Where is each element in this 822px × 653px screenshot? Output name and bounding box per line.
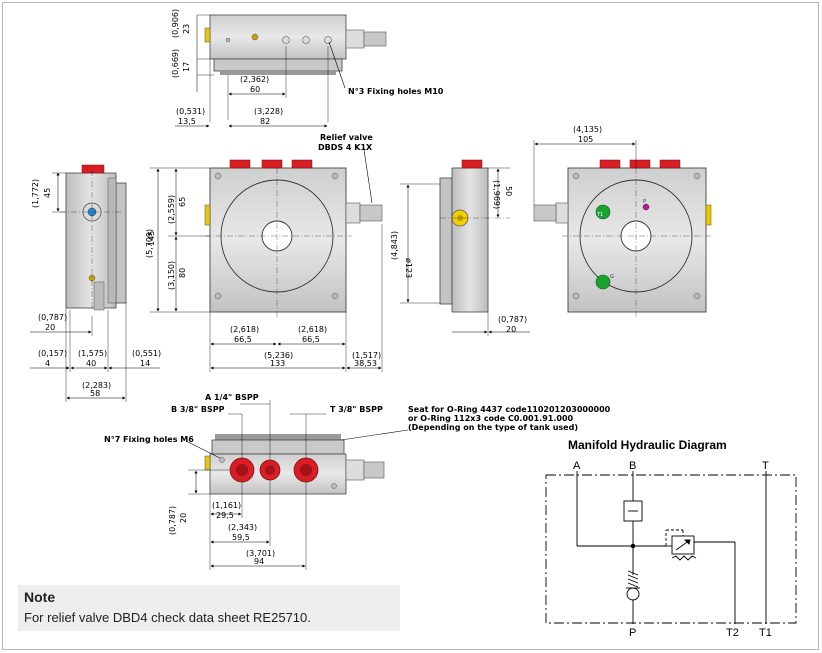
dim-left-551: (0,551) [132,349,161,358]
dim-bottom-595: 59,5 [232,533,250,542]
dim-top-3228: (3,228) [254,107,283,116]
dim-right-123: ø123 [404,258,413,278]
note-text: For relief valve DBD4 check data sheet R… [24,610,311,625]
hyd-port-b: B [629,460,636,472]
right-side-view [400,159,530,336]
dim-left-787: (0,787) [38,313,67,322]
dim-right-4843: (4,843) [390,231,399,260]
dim-left-157: (0,157) [38,349,67,358]
bottom-view [185,400,409,570]
top-view [175,14,387,128]
relief-valve-model: DBDS 4 K1X [318,143,373,152]
dim-front-65: 65 [178,197,187,207]
rear-port-t1: T1 [596,212,603,218]
hydraulic-title: Manifold Hydraulic Diagram [568,438,727,452]
hyd-port-t2: T2 [726,627,739,639]
bottom-port-t: T 3/8" BSPP [330,405,383,414]
dim-left-14: 14 [140,359,150,368]
dim-front-2618-left: (2,618) [230,325,259,334]
bottom-fixing-holes-label: N°7 Fixing holes M6 [104,435,194,444]
dim-front-80: 80 [178,268,187,278]
dim-left-45: 45 [43,188,52,198]
dim-front-665-left: 66,5 [234,335,252,344]
note-title: Note [24,589,56,605]
rear-port-p: P [643,199,646,205]
dim-left-40: 40 [86,359,96,368]
dim-top-669: (0,669) [171,49,180,78]
relief-valve-label: Relief valve [320,133,373,142]
note-box: Note For relief valve DBD4 check data sh… [18,585,400,631]
dim-bottom-2343: (2,343) [228,523,257,532]
dim-top-2362: (2,362) [240,75,269,84]
bottom-port-a: A 1/4" BSPP [205,393,259,402]
front-view [150,149,383,372]
dim-top-135: 13,5 [178,117,196,126]
dim-bottom-20: 20 [179,513,188,523]
dim-left-1772: (1,772) [31,179,40,208]
dim-front-5236: (5,236) [264,351,293,360]
seat-note-line2: or O-Ring 112x3 code C0.001.91.000 [408,414,574,423]
dim-bottom-94: 94 [254,557,264,566]
dim-right-20: 20 [506,325,516,334]
hydraulic-circuit [545,471,797,624]
dim-front-2618-right: (2,618) [298,325,327,334]
hyd-port-t1: T1 [759,627,772,639]
seat-note-line1: Seat for O-Ring 4437 code110201203000000 [408,405,611,414]
hyd-port-t: T [762,460,769,472]
dim-right-787: (0,787) [498,315,527,324]
dim-rear-105: 105 [578,135,593,144]
dim-top-23: 23 [182,24,191,34]
dim-left-2283: (2,283) [82,381,111,390]
dim-front-3150: (3,150) [167,261,176,290]
rear-port-g: G [610,274,614,280]
top-fixing-holes-label: N°3 Fixing holes M10 [348,87,444,96]
dim-front-5709: (5,709) [145,229,154,258]
dim-left-20: 20 [45,323,55,332]
dim-top-17: 17 [182,62,191,72]
dim-rear-4135: (4,135) [573,125,602,134]
dim-right-1969: (1,969) [492,180,501,209]
dim-top-82: 82 [260,117,270,126]
dim-right-50: 50 [504,186,513,196]
dim-top-60: 60 [250,85,260,94]
rear-view [533,140,712,318]
dim-top-531: (0,531) [176,107,205,116]
dim-front-133: 133 [270,359,285,368]
dim-bottom-787: (0,787) [168,506,177,535]
dim-front-3853: 38,53 [354,359,377,368]
dim-left-4: 4 [45,359,50,368]
dim-bottom-1161: (1,161) [212,501,241,510]
dim-front-2559: (2,559) [167,195,176,224]
dim-left-1575: (1,575) [78,349,107,358]
left-side-view [30,164,160,402]
seat-note-line3: (Depending on the type of tank used) [408,423,578,432]
dim-front-1517: (1,517) [352,351,381,360]
dim-bottom-295: 29,5 [216,511,234,520]
dim-left-58: 58 [90,389,100,398]
dim-front-665-right: 66,5 [302,335,320,344]
hyd-port-a: A [573,460,581,472]
dim-front-145: 145 [147,231,156,246]
dim-top-906: (0,906) [171,9,180,38]
hyd-port-p: P [629,627,636,639]
bottom-port-b: B 3/8" BSPP [171,405,225,414]
dim-bottom-3701: (3,701) [246,549,275,558]
